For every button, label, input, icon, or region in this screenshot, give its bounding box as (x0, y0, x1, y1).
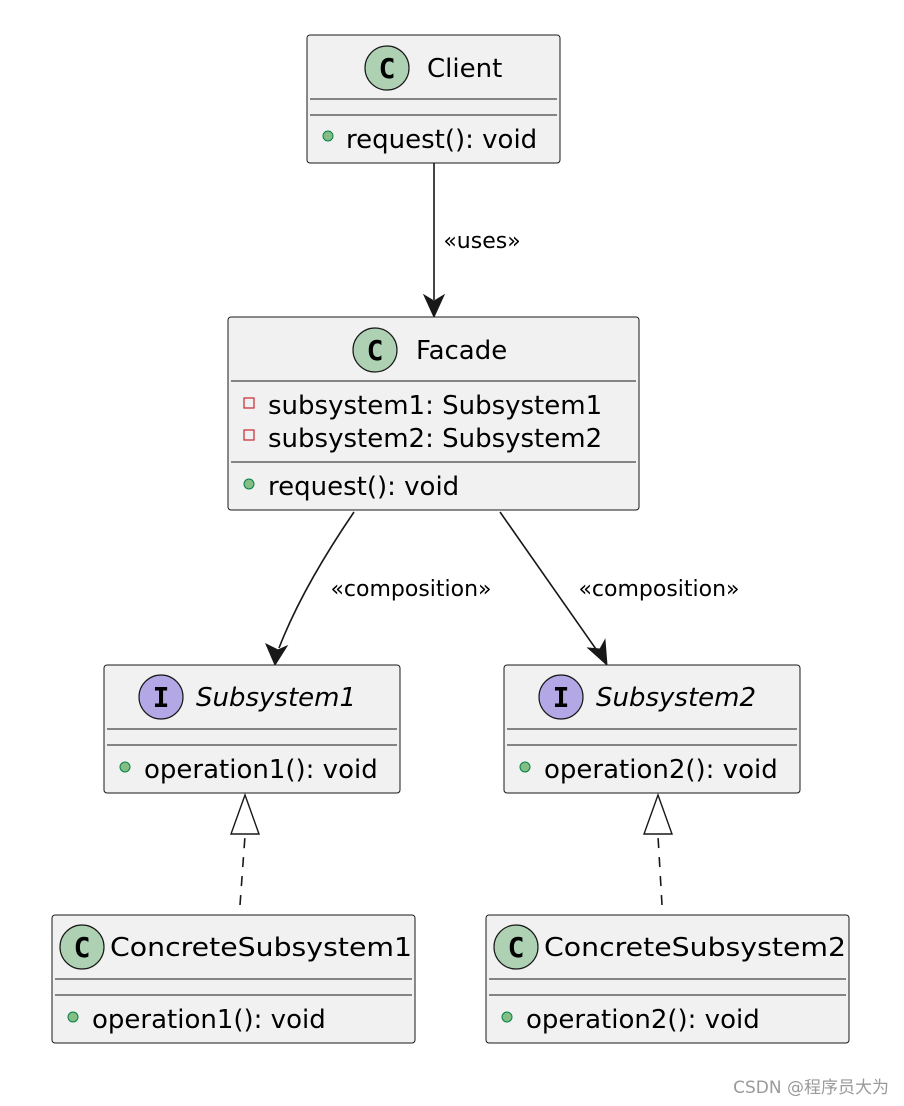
edge-line (239, 835, 246, 906)
interface-subsystem1[interactable]: I Subsystem1 operation1(): void (103, 664, 401, 794)
edge-facade-composition-subsystem1: «composition» (265, 511, 492, 667)
class-c-icon (364, 45, 410, 91)
field-subsystem2: subsystem2: Subsystem2 (268, 424, 602, 454)
method-operation2: operation2(): void (526, 1005, 760, 1035)
edge-line (278, 511, 355, 649)
arrowhead-icon (265, 642, 289, 667)
edge-label: «composition» (330, 577, 491, 602)
edge-line (499, 511, 599, 653)
arrowhead-icon (422, 293, 446, 319)
edge-facade-composition-subsystem2: «composition» (499, 511, 740, 667)
class-name: Client (427, 54, 502, 84)
class-badge-letter: C (367, 334, 384, 367)
edge-concrete1-realizes-subsystem1 (230, 792, 260, 906)
public-visibility-icon (243, 478, 255, 490)
class-badge-letter: C (379, 52, 396, 85)
edge-concrete2-realizes-subsystem2 (643, 792, 673, 906)
class-facade[interactable]: C Facade subsystem1: Subsystem1 subsyste… (227, 316, 640, 511)
method-operation1: operation1(): void (144, 755, 378, 785)
field-subsystem1: subsystem1: Subsystem1 (268, 391, 602, 421)
interface-name: Subsystem1 (196, 683, 356, 713)
public-visibility-icon (519, 761, 531, 773)
public-visibility-icon (322, 130, 334, 142)
method-operation1: operation1(): void (92, 1005, 326, 1035)
public-visibility-icon (501, 1011, 513, 1023)
interface-i-icon (538, 674, 584, 720)
method-operation2: operation2(): void (544, 755, 778, 785)
interface-subsystem2[interactable]: I Subsystem2 operation2(): void (503, 664, 801, 794)
interface-name: Subsystem2 (596, 683, 756, 713)
arrowhead-icon (586, 638, 608, 667)
class-name: Facade (416, 336, 507, 366)
edge-label: «uses» (443, 229, 520, 254)
class-concrete-subsystem1[interactable]: C ConcreteSubsystem1 operation1(): void (51, 914, 416, 1044)
class-name: ConcreteSubsystem2 (544, 933, 846, 963)
interface-badge-letter: I (153, 681, 170, 714)
class-c-icon (59, 924, 105, 970)
edge-line (657, 835, 663, 906)
public-visibility-icon (67, 1011, 79, 1023)
class-concrete-subsystem2[interactable]: C ConcreteSubsystem2 operation2(): void (485, 914, 850, 1044)
private-visibility-icon (243, 397, 255, 409)
method-request: request(): void (346, 125, 537, 155)
class-badge-letter: C (74, 931, 91, 964)
private-visibility-icon (243, 429, 255, 441)
public-visibility-icon (119, 761, 131, 773)
interface-i-icon (138, 674, 184, 720)
realization-triangle-icon (230, 792, 260, 835)
class-c-icon (493, 924, 539, 970)
watermark-text: CSDN @程序员大为 (733, 1078, 889, 1098)
class-badge-letter: C (508, 931, 525, 964)
class-client[interactable]: C Client request(): void (306, 34, 561, 164)
interface-badge-letter: I (553, 681, 570, 714)
edge-client-uses-facade: «uses» (422, 163, 521, 319)
edge-label: «composition» (578, 577, 739, 602)
class-name: ConcreteSubsystem1 (110, 933, 412, 963)
realization-triangle-icon (643, 792, 673, 835)
class-c-icon (352, 327, 398, 373)
method-request: request(): void (268, 472, 459, 502)
